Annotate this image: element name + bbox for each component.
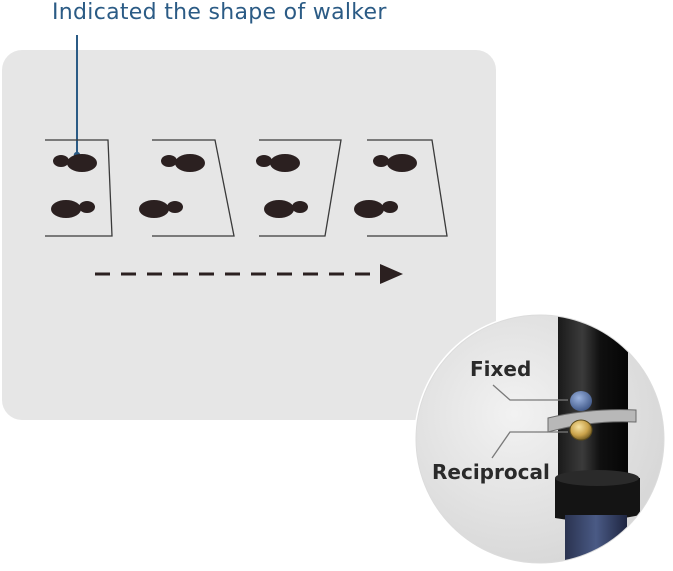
footprint-icon <box>256 154 300 172</box>
dashed-arrow-right <box>95 264 403 284</box>
walker-frame-3 <box>259 139 342 237</box>
fixed-leader-line <box>492 384 568 401</box>
footprint-icon <box>264 200 308 218</box>
walker-frame-1 <box>45 139 113 237</box>
walker-frame-4 <box>367 139 448 237</box>
diagram-panel <box>2 50 496 420</box>
footprint-icon <box>354 200 398 218</box>
footprint-icon <box>139 200 183 218</box>
footprint-icon <box>373 154 417 172</box>
footprint-icon <box>161 154 205 172</box>
reciprocal-leader-line <box>491 431 568 459</box>
fixed-button <box>570 391 592 411</box>
reciprocal-pin <box>569 419 593 441</box>
footprint-icon <box>51 200 95 218</box>
walker-tube <box>558 315 628 480</box>
diagram-title: Indicated the shape of walker <box>52 0 387 25</box>
reciprocal-label: Reciprocal <box>432 460 550 484</box>
fixed-label: Fixed <box>470 357 532 381</box>
walker-frame-2 <box>152 139 235 237</box>
footprint-icon <box>53 154 97 172</box>
